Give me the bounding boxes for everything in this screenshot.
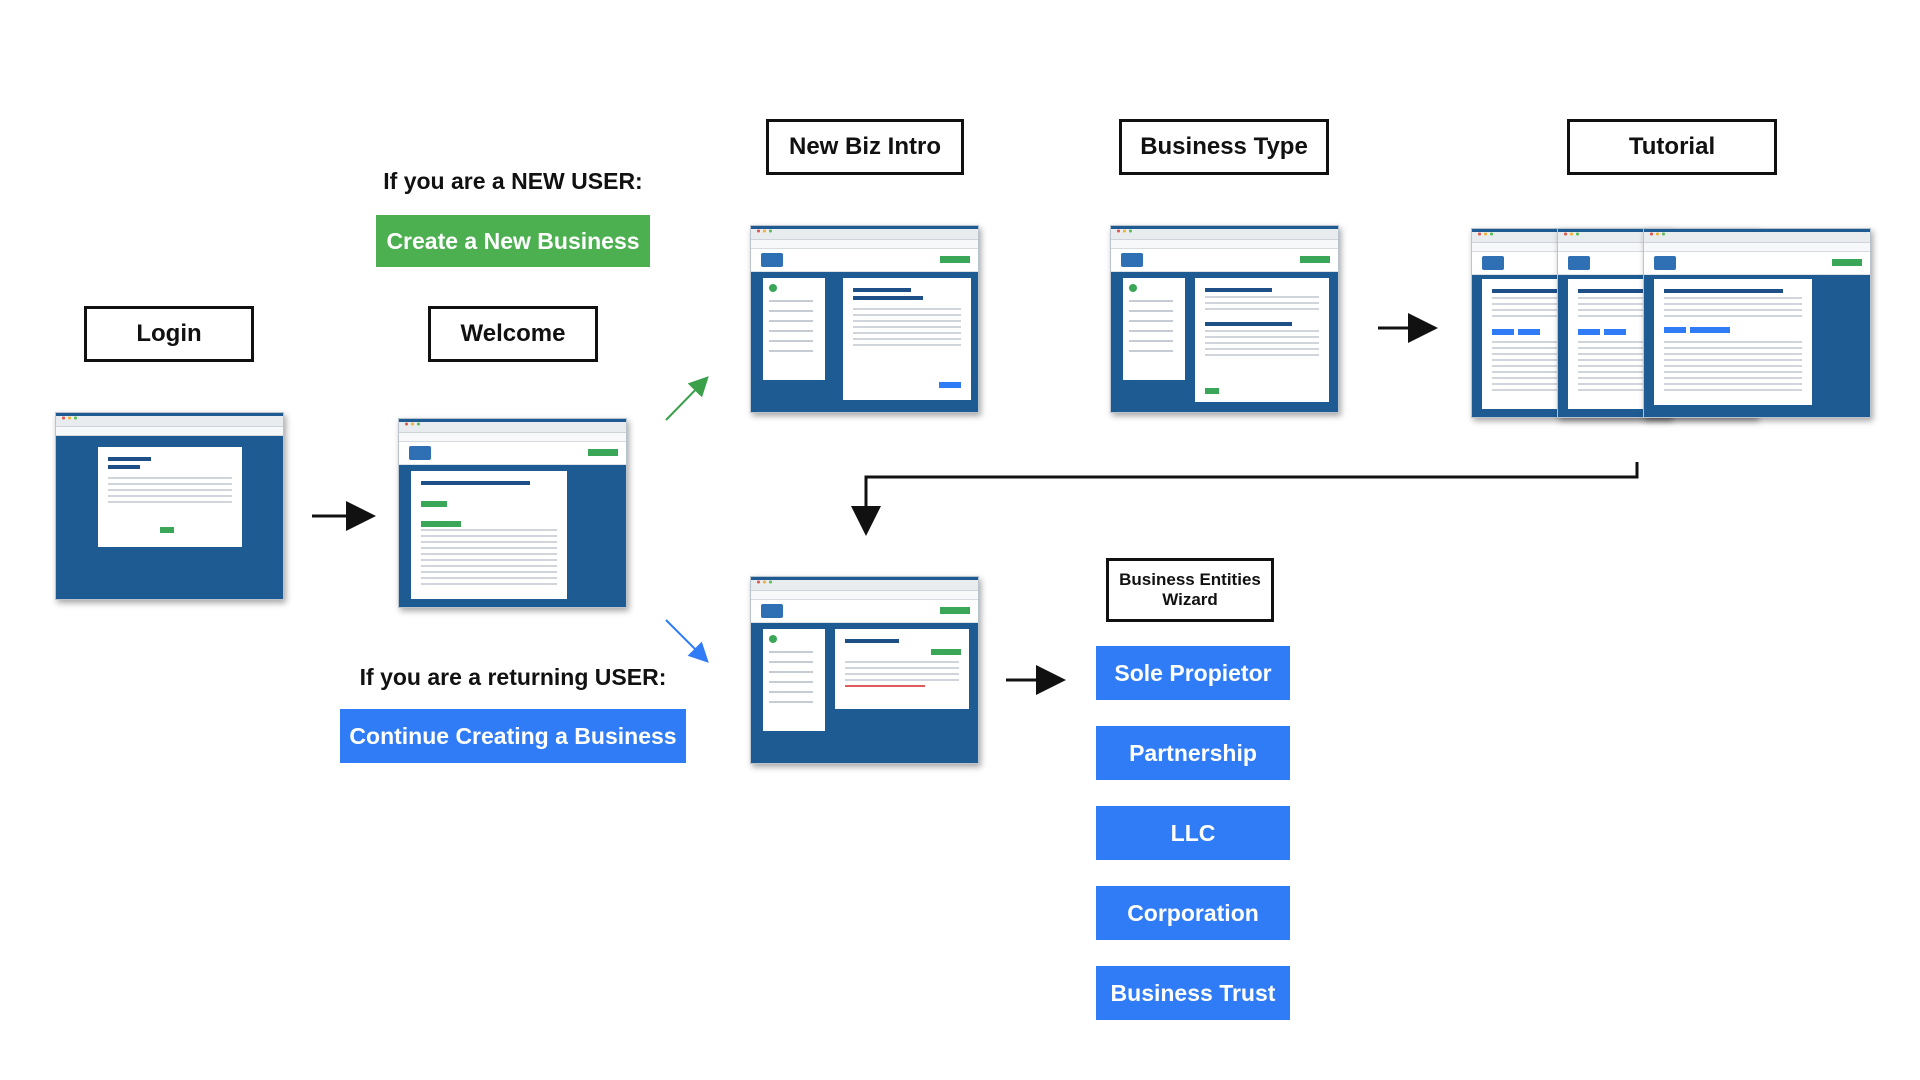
tutorial-label: Tutorial xyxy=(1567,119,1777,175)
tutorial-screenshots xyxy=(1471,228,1871,418)
new-user-caption: If you are a NEW USER: xyxy=(383,168,643,194)
arrow-welcome-to-newbiz xyxy=(665,376,709,421)
partnership-button[interactable]: Partnership xyxy=(1096,726,1290,780)
business-type-label: Business Type xyxy=(1119,119,1329,175)
new-biz-intro-label: New Biz Intro xyxy=(766,119,964,175)
create-new-business-button[interactable]: Create a New Business xyxy=(376,215,650,267)
new-biz-intro-screenshot xyxy=(750,225,979,413)
login-screenshot xyxy=(55,412,284,600)
login-label: Login xyxy=(84,306,254,362)
continue-creating-business-button[interactable]: Continue Creating a Business xyxy=(340,709,686,763)
tutorial-screenshot-3 xyxy=(1643,228,1871,418)
arrow-tutorial-to-mybusinesses xyxy=(851,462,1639,536)
business-trust-button[interactable]: Business Trust xyxy=(1096,966,1290,1020)
business-type-screenshot xyxy=(1110,225,1339,413)
corporation-button[interactable]: Corporation xyxy=(1096,886,1290,940)
welcome-label: Welcome xyxy=(428,306,598,362)
my-businesses-screenshot xyxy=(750,576,979,764)
returning-user-caption: If you are a returning USER: xyxy=(359,664,667,690)
arrow-welcome-to-mybusinesses xyxy=(665,619,709,663)
entities-wizard-label: Business Entities Wizard xyxy=(1106,558,1274,622)
sole-proprietor-button[interactable]: Sole Propietor xyxy=(1096,646,1290,700)
welcome-screenshot xyxy=(398,418,627,608)
llc-button[interactable]: LLC xyxy=(1096,806,1290,860)
